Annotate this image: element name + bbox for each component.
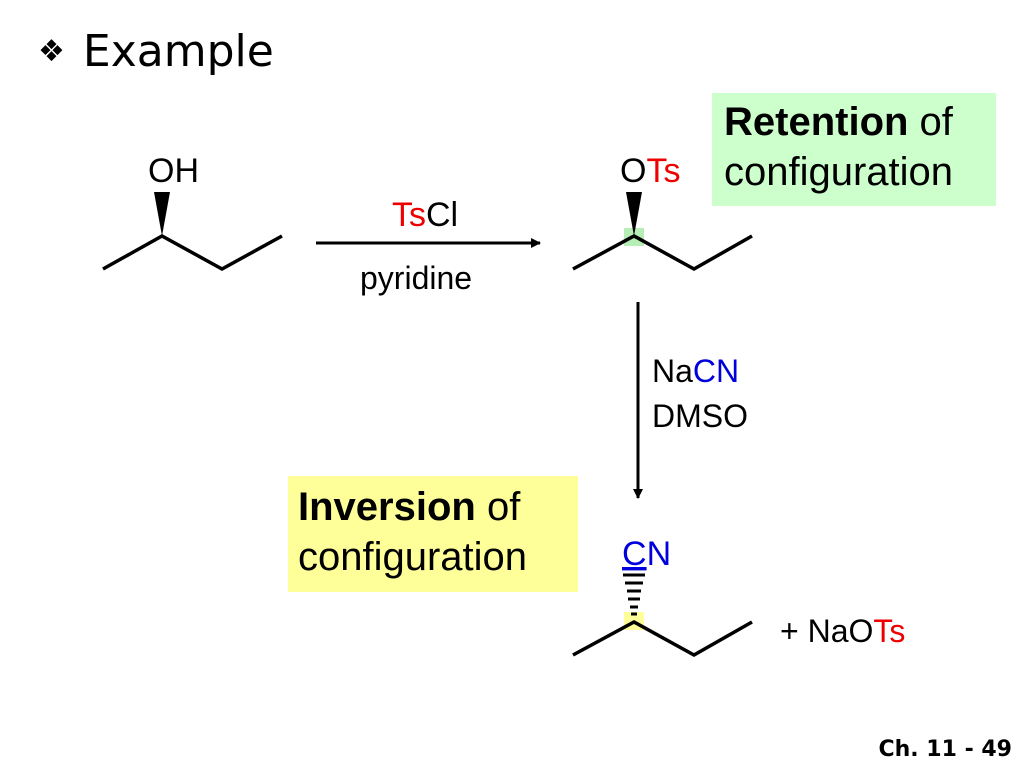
product-cn-label: CN	[622, 535, 671, 573]
retention-line1: Retention of	[724, 100, 953, 144]
reactant-molecule: OH	[102, 152, 283, 271]
product-hashed-bond	[623, 573, 645, 616]
intermediate-molecule: OTs	[572, 152, 753, 272]
slide-footer: Ch. 11 - 49	[878, 737, 1012, 762]
slide-title: Example	[82, 26, 274, 77]
product-molecule: CN + NaOTs	[572, 535, 905, 658]
four-diamond-bullet-icon: ❖	[38, 34, 65, 69]
step2-reagent: NaCN	[652, 353, 739, 389]
retention-callout: Retention of configuration	[712, 93, 996, 206]
reactant-wedge-bond	[154, 192, 170, 236]
intermediate-wedge-bond	[626, 192, 642, 236]
inversion-line1: Inversion of	[298, 485, 521, 529]
step1-arrow-group: TsCl pyridine	[316, 196, 541, 296]
intermediate-ots-label: OTs	[620, 152, 680, 190]
reactant-skeleton	[102, 233, 283, 271]
retention-line2: configuration	[724, 150, 954, 194]
step2-arrow-group: NaCN DMSO	[633, 302, 748, 499]
step1-reagent: TsCl	[392, 196, 458, 234]
slide-heading: ❖ Example	[38, 30, 274, 74]
reactant-oh-label: OH	[148, 152, 199, 190]
intermediate-skeleton	[572, 234, 753, 272]
step1-solvent: pyridine	[360, 260, 472, 296]
step2-solvent: DMSO	[652, 398, 748, 434]
inversion-callout: Inversion of configuration	[288, 476, 578, 592]
product-skeleton	[572, 620, 753, 658]
inversion-line2: configuration	[298, 535, 528, 579]
byproduct-label: + NaOTs	[780, 613, 905, 649]
